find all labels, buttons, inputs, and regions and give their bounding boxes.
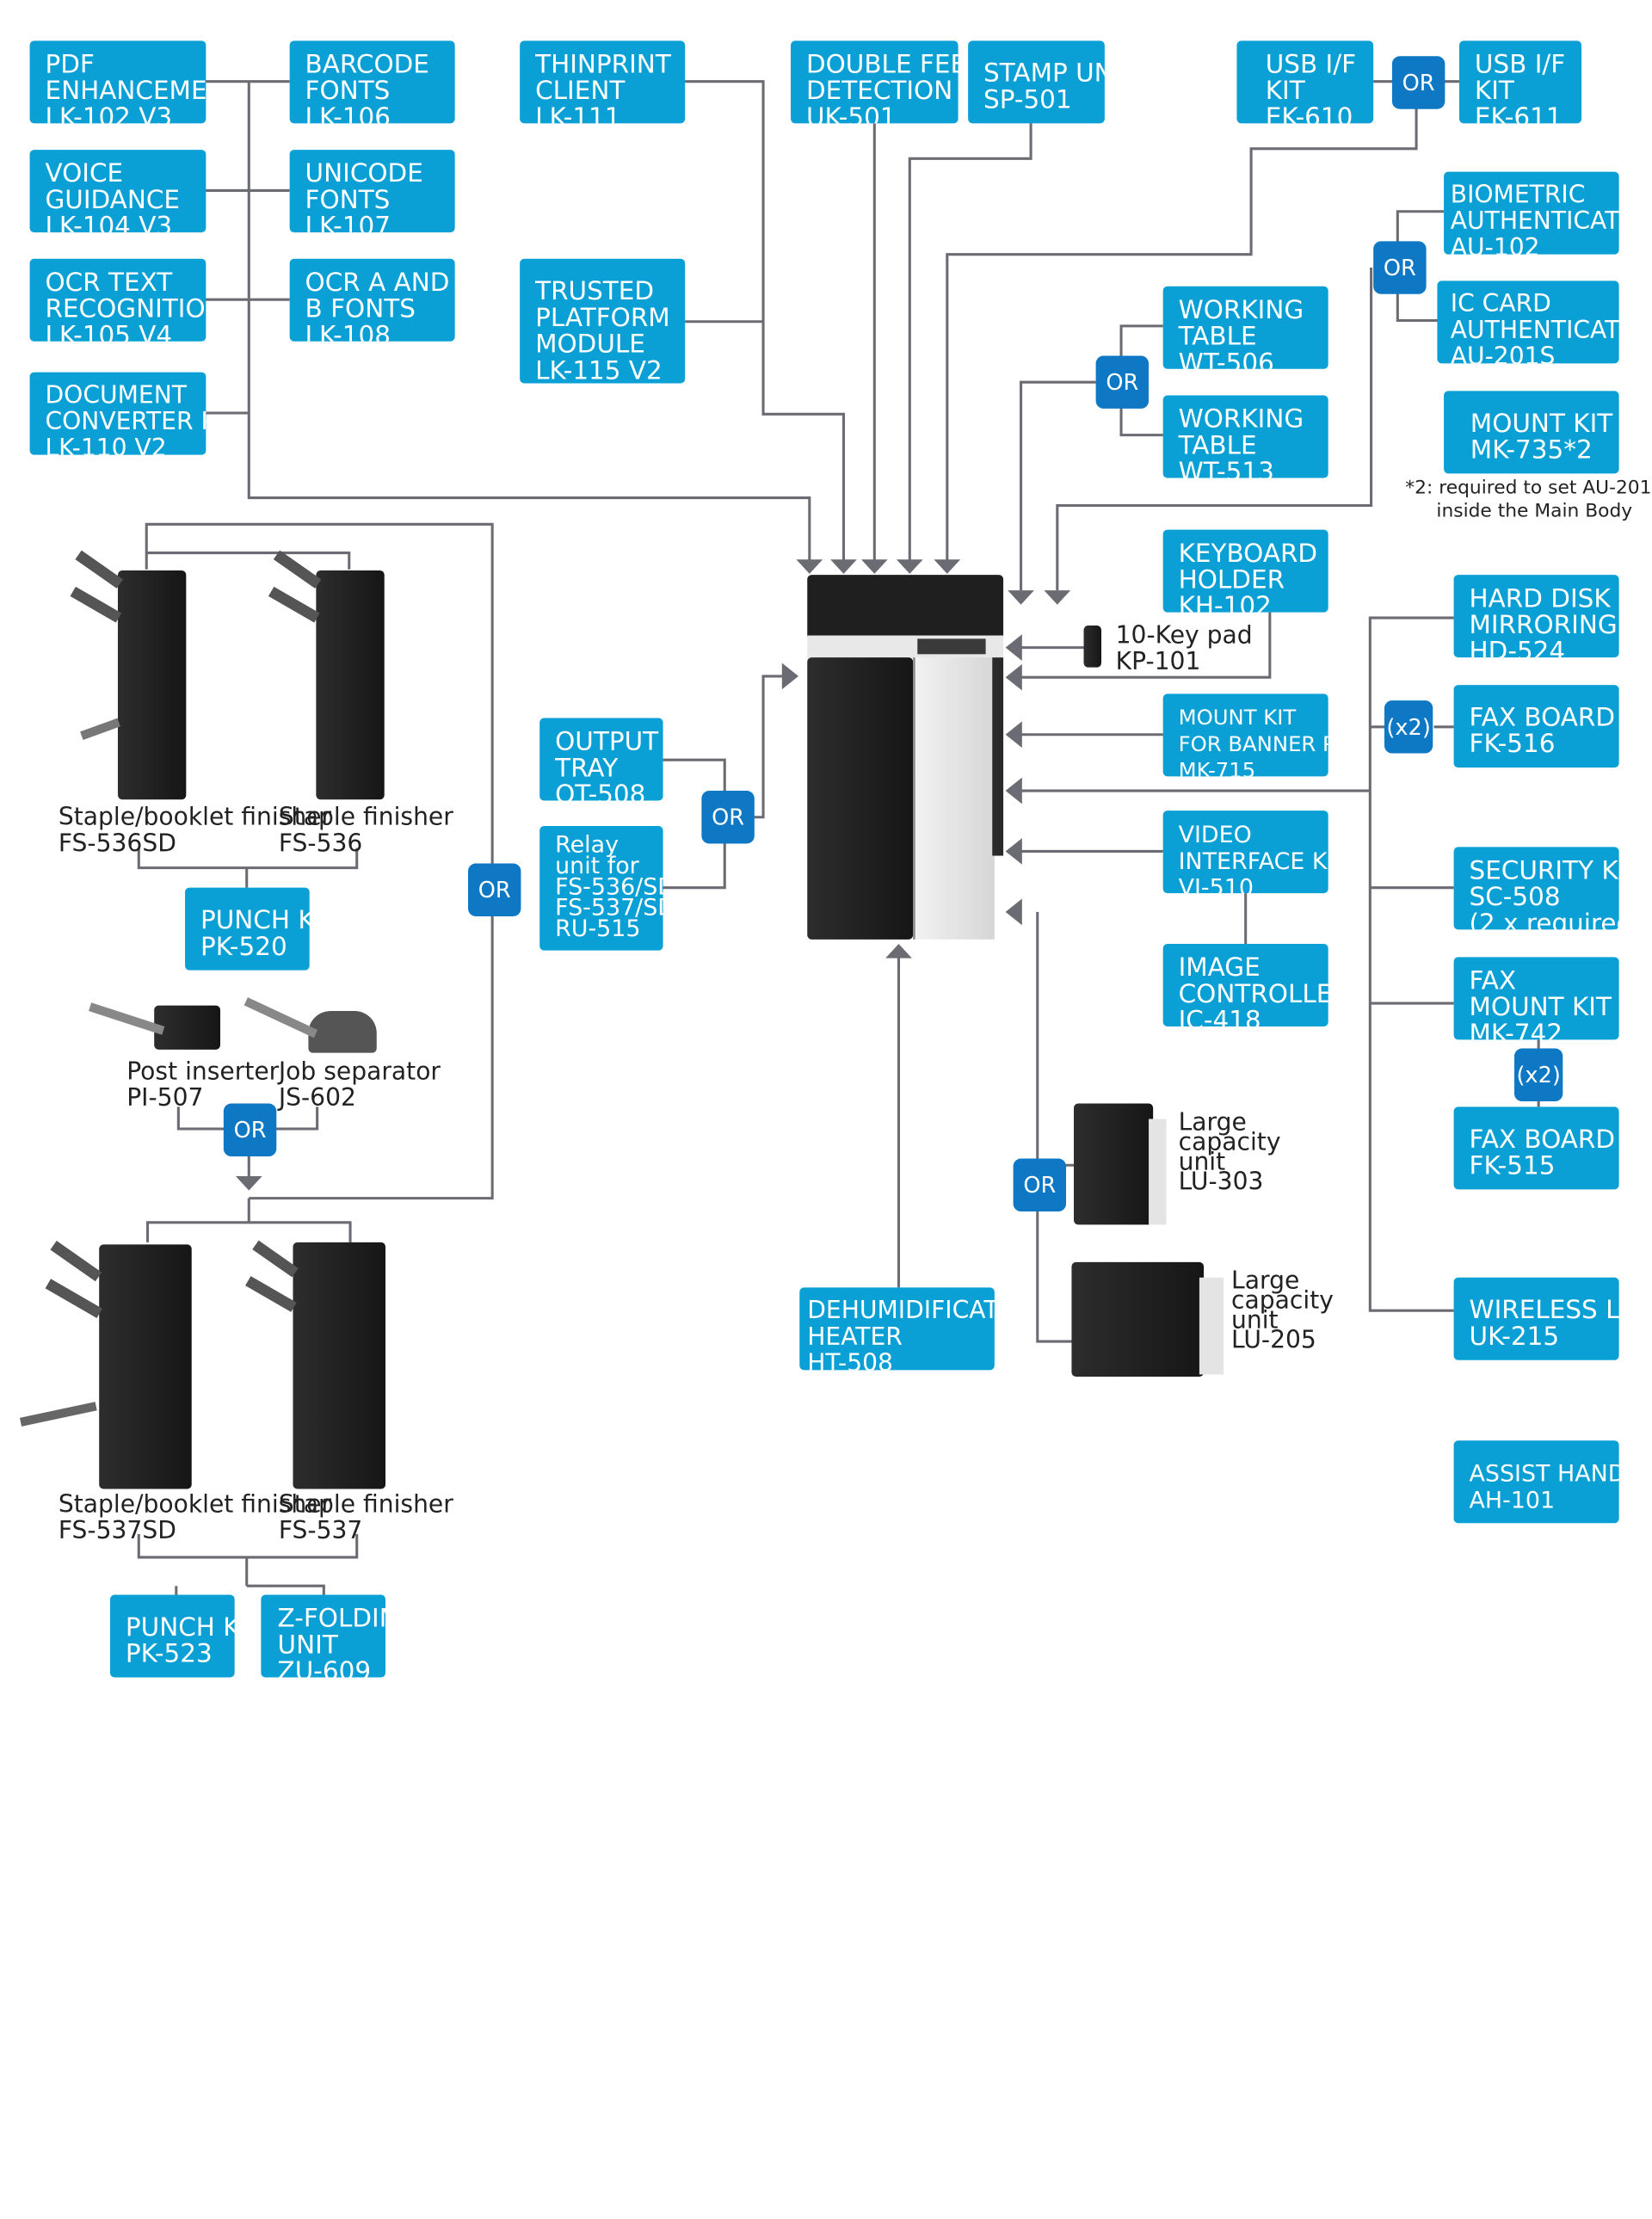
finisher-fs-536-illustration (259, 550, 385, 802)
option-ah-101: ASSIST HANDLEAH-101 (1453, 1440, 1619, 1524)
or-badge-usb: OR (1391, 56, 1446, 109)
x2-badge-fk-516: (x2) (1384, 700, 1433, 754)
or-badge-auth: OR (1373, 241, 1427, 294)
option-au-102: BIOMETRICAUTHENTICATIONAU-102 (1444, 171, 1619, 255)
or-badge-output: OR (701, 791, 755, 844)
keypad-illustration (1083, 626, 1101, 668)
option-lk-102: PDFENHANCEMENTSLK-102 v3 (29, 40, 206, 124)
or-badge-working-table: OR (1095, 355, 1150, 409)
x2-badge-fk-515: (x2) (1514, 1048, 1563, 1101)
main-body-illustration (807, 575, 1004, 941)
option-lk-105: OCR TEXTRECOGNITIONLK-105 v4 (29, 258, 206, 342)
lu-205-illustration (1071, 1261, 1225, 1377)
job-separator-illustration (243, 997, 380, 1055)
option-sp-501: STAMP UNITSP-501 (968, 40, 1105, 124)
option-pk-520: PUNCH KITPK-520 (185, 887, 310, 971)
post-inserter-illustration (88, 996, 225, 1051)
or-badge-inserter: OR (223, 1103, 277, 1156)
or-badge-finishers: OR (468, 863, 521, 916)
option-ic-418: IMAGECONTROLLERIC-418 (1162, 943, 1328, 1026)
option-ht-508: DEHUMIDIFICATIONHEATERHT-508 (799, 1287, 995, 1371)
lu-303-illustration (1074, 1103, 1168, 1225)
option-zu-609: Z-FOLDINGUNITZU-609 (261, 1594, 385, 1678)
finisher-fs-536sd-illustration (60, 550, 187, 802)
option-au-201s: IC CARDAUTHENTICATIONAU-201S (1437, 280, 1619, 364)
option-uk-215: WIRELESS LANUK-215 (1453, 1277, 1619, 1360)
finisher-fs-537-illustration (240, 1240, 389, 1489)
or-badge-lcu: OR (1013, 1158, 1067, 1211)
finisher-fs-537sd-illustration (19, 1241, 196, 1489)
option-sc-508: SECURITY KITSC-508(2 x required.) (1453, 847, 1619, 930)
option-pk-523: PUNCH KITPK-523 (110, 1594, 235, 1678)
option-uk-501: DOUBLE FEEDDETECTION KITUK-501 (791, 40, 959, 124)
